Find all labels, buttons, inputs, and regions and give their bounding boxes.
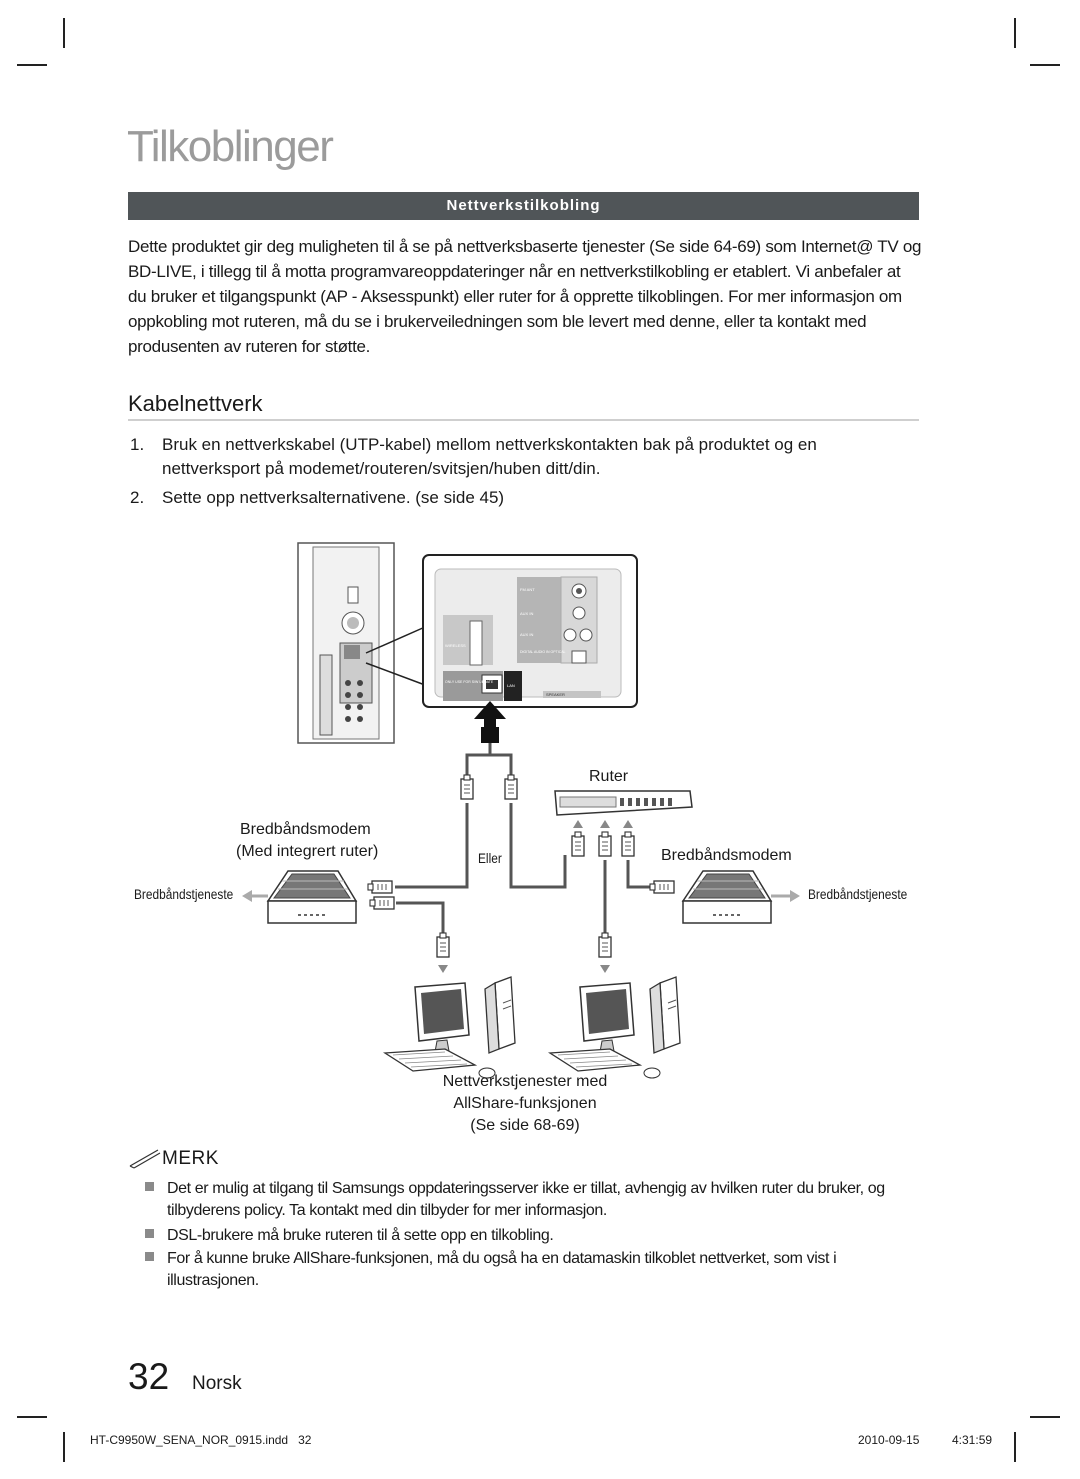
step-number: 1. xyxy=(130,435,145,454)
panel-label-only-for: ONLY USE FOR S/W UPDATE xyxy=(445,680,494,684)
network-diagram: FM ANT AUX IN AUX IN DIGITAL AUDIO IN OP… xyxy=(242,542,800,1079)
bullet-square-icon xyxy=(145,1252,154,1261)
page-number: 32 xyxy=(128,1356,170,1397)
cable-plug xyxy=(598,932,612,958)
panel-label-fm: FM ANT xyxy=(520,587,535,592)
cable-plug xyxy=(460,774,474,800)
footer-date: 2010-09-15 xyxy=(858,1433,920,1447)
panel-label-wireless: WIRELESS xyxy=(445,643,466,648)
pc-caption-line1: Nettverkstjenester med xyxy=(442,1073,608,1090)
cable-plug xyxy=(504,774,518,800)
computer-right xyxy=(549,976,681,1079)
cable-plug xyxy=(598,831,612,857)
cable-plug xyxy=(436,932,450,958)
arrow-down xyxy=(438,965,448,973)
cable-plug xyxy=(367,880,393,894)
panel-label-aux2: AUX IN xyxy=(520,611,533,616)
service-arrow-head xyxy=(790,890,800,902)
crop-mark xyxy=(1030,64,1060,66)
bullet-square-icon xyxy=(145,1182,154,1191)
note-text: Det er mulig at tilgang til Samsungs opp… xyxy=(167,1180,885,1219)
cable xyxy=(509,803,567,889)
section-header: Nettverkstilkobling xyxy=(128,192,919,220)
step-text: Sette opp nettverksalternativene. (se si… xyxy=(162,488,505,507)
step-item: 1. Bruk en nettverkskabel (UTP-kabel) me… xyxy=(130,433,890,481)
step-item: 2. Sette opp nettverksalternativene. (se… xyxy=(130,486,890,510)
arrow-up xyxy=(573,820,583,828)
crop-mark xyxy=(17,64,47,66)
modem-left-sublabel: (Med integrert ruter) xyxy=(236,843,379,860)
cable-plug xyxy=(369,896,395,910)
step-number: 2. xyxy=(130,488,145,507)
arrow-up xyxy=(623,820,633,828)
bullet-square-icon xyxy=(145,1229,154,1238)
cable xyxy=(395,803,469,889)
language-label: Norsk xyxy=(192,1373,242,1394)
modem-left xyxy=(267,870,357,924)
modem-right-label: Bredbåndsmodem xyxy=(661,847,792,864)
cable-plug xyxy=(571,831,585,857)
crop-mark xyxy=(63,18,65,48)
computer-left xyxy=(384,976,516,1079)
panel-label-speaker: SPEAKER xyxy=(546,692,565,697)
subsection-rule xyxy=(128,419,919,421)
footer-filename: HT-C9950W_SENA_NOR_0915.indd 32 xyxy=(90,1433,312,1447)
modem-left-label: Bredbåndsmodem xyxy=(240,821,371,838)
crop-mark xyxy=(1014,18,1016,48)
panel-label-lan: LAN xyxy=(507,683,515,688)
service-left-label: Bredbåndstjeneste xyxy=(134,886,234,902)
panel-label-digital: DIGITAL AUDIO IN OPTICAL xyxy=(520,650,566,654)
cable xyxy=(396,901,445,937)
crop-mark xyxy=(1014,1432,1016,1462)
pc-caption-line3: (Se side 68-69) xyxy=(470,1117,580,1134)
router-device xyxy=(554,790,693,816)
zoom-line xyxy=(365,626,426,654)
product-back-panel xyxy=(297,542,395,744)
modem-right xyxy=(682,870,772,924)
arrow-down xyxy=(600,965,610,973)
crop-mark xyxy=(17,1416,47,1418)
service-right-label: Bredbåndstjeneste xyxy=(808,886,908,902)
footer-time: 4:31:59 xyxy=(952,1433,993,1447)
cable xyxy=(465,743,492,775)
zoom-line xyxy=(365,662,426,686)
step-text: Bruk en nettverkskabel (UTP-kabel) mello… xyxy=(162,435,817,478)
note-item: DSL-brukere må bruke ruteren til å sette… xyxy=(145,1225,910,1247)
note-text: DSL-brukere må bruke ruteren til å sette… xyxy=(167,1227,554,1244)
arrow-up xyxy=(600,820,610,828)
service-arrow-head xyxy=(242,890,252,902)
panel-label-aux1: AUX IN xyxy=(520,632,533,637)
note-heading: MERK xyxy=(162,1148,219,1169)
subsection-title: Kabelnettverk xyxy=(128,391,263,416)
intro-paragraph: Dette produktet gir deg muligheten til å… xyxy=(128,237,922,356)
lan-arrow xyxy=(474,701,506,733)
cable-plug xyxy=(649,880,675,894)
crop-mark xyxy=(1030,1416,1060,1418)
note-item: For å kunne bruke AllShare-funksjonen, m… xyxy=(145,1248,910,1292)
note-item: Det er mulig at tilgang til Samsungs opp… xyxy=(145,1178,910,1222)
router-label: Ruter xyxy=(589,768,629,785)
cable-plug xyxy=(621,831,635,857)
note-pencil-icon xyxy=(129,1149,161,1169)
crop-mark xyxy=(63,1432,65,1462)
note-text: For å kunne bruke AllShare-funksjonen, m… xyxy=(167,1250,837,1289)
page-title: Tilkoblinger xyxy=(127,122,334,171)
cable xyxy=(490,753,513,775)
or-label: Eller xyxy=(478,850,502,866)
zoomed-panel: FM ANT AUX IN AUX IN DIGITAL AUDIO IN OP… xyxy=(422,554,638,708)
pc-caption-line2: AllShare-funksjonen xyxy=(453,1095,597,1112)
lan-cable-head xyxy=(481,727,499,743)
cable xyxy=(626,860,650,889)
